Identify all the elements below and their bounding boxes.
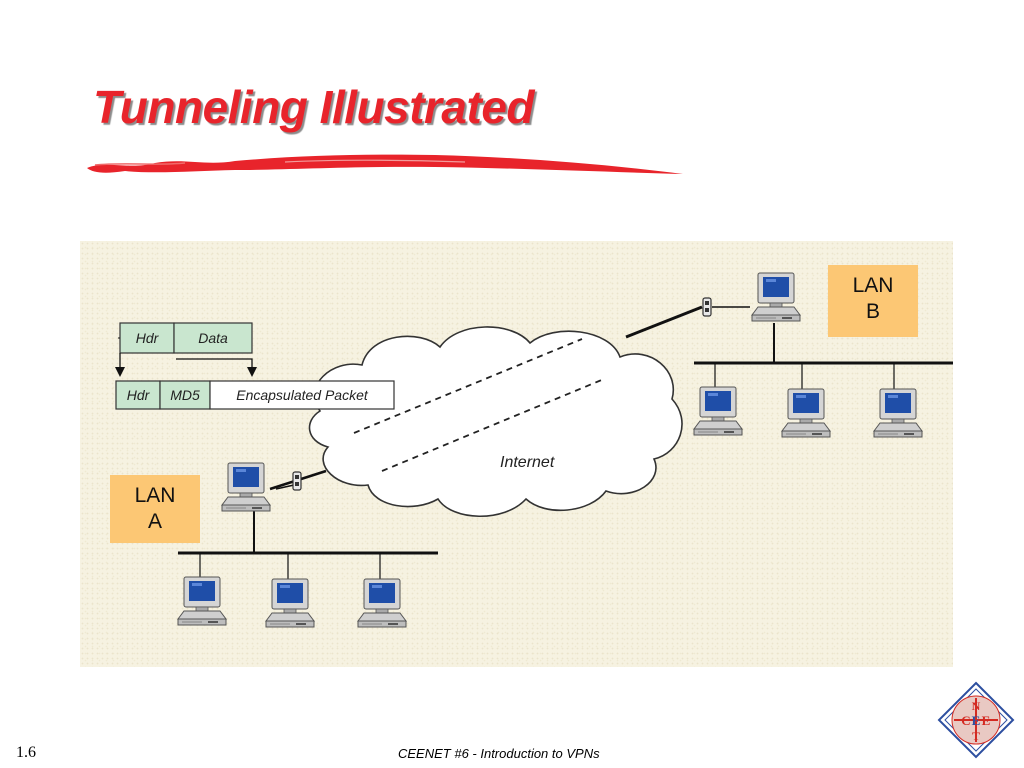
logo-letter: E (972, 713, 981, 728)
packet-data-label: Data (198, 330, 228, 346)
lan-b-router-icon (702, 297, 712, 317)
lan-a-router-link (275, 484, 295, 490)
packet-header-cell (119, 322, 175, 354)
lan-b-uplink (625, 305, 703, 339)
lan-a-server-computer-icon (221, 462, 271, 512)
logo-letter: E (982, 713, 991, 728)
encap-header-cell (115, 380, 161, 410)
tunnel-line-lower (381, 378, 605, 472)
lan-a-computer-icon (357, 578, 407, 628)
logo-letter: N (972, 699, 981, 713)
title-underline-brush-stroke (87, 154, 683, 174)
lan-a-computer-icon (265, 578, 315, 628)
logo-letter: C (961, 713, 970, 728)
ceenet-logo: N C E E T (937, 681, 1015, 759)
lan-a-label: LAN A (110, 475, 200, 543)
encapsulated-packet: Hdr MD5 Encapsulated Packet (115, 380, 395, 410)
slide-page-number: 1.6 (16, 744, 36, 761)
encap-header-label: Hdr (127, 387, 151, 403)
lan-b-label-line: LAN (852, 274, 894, 297)
tunnel-line-upper (353, 338, 583, 434)
slide-footer: CEENET #6 - Introduction to VPNs (398, 746, 600, 761)
lan-b-computer-icon (873, 388, 923, 438)
encap-md5-cell (159, 380, 211, 410)
lan-a-label-line: LAN (134, 484, 176, 507)
arrow-head (115, 367, 125, 377)
packet-data-cell (173, 322, 253, 354)
original-packet: Hdr Data (119, 322, 253, 354)
arrow-line (176, 358, 253, 373)
encap-payload-label: Encapsulated Packet (236, 387, 369, 403)
tunneling-diagram: Internet Hdr Data (80, 241, 953, 667)
logo-letter: T (972, 729, 980, 743)
lan-b-server-computer-icon (751, 272, 801, 322)
arrow-head (247, 367, 257, 377)
encap-payload-cell (209, 380, 395, 410)
lan-a-label-line: A (147, 510, 162, 533)
lan-b-label: LAN B (828, 265, 918, 337)
slide-title: Tunneling Illustrated (93, 81, 535, 133)
encap-md5-label: MD5 (170, 387, 200, 403)
lan-b-computer-icon (693, 386, 743, 436)
internet-cloud (308, 326, 683, 517)
lan-a-router-icon (292, 471, 302, 491)
packet-header-label: Hdr (136, 330, 160, 346)
lan-a-computer-icon (177, 576, 227, 626)
lan-b-label-line: B (865, 300, 880, 323)
lan-b-computer-icon (781, 388, 831, 438)
internet-label: Internet (500, 454, 555, 471)
diagram-drawing: Internet Hdr Data (115, 272, 953, 628)
